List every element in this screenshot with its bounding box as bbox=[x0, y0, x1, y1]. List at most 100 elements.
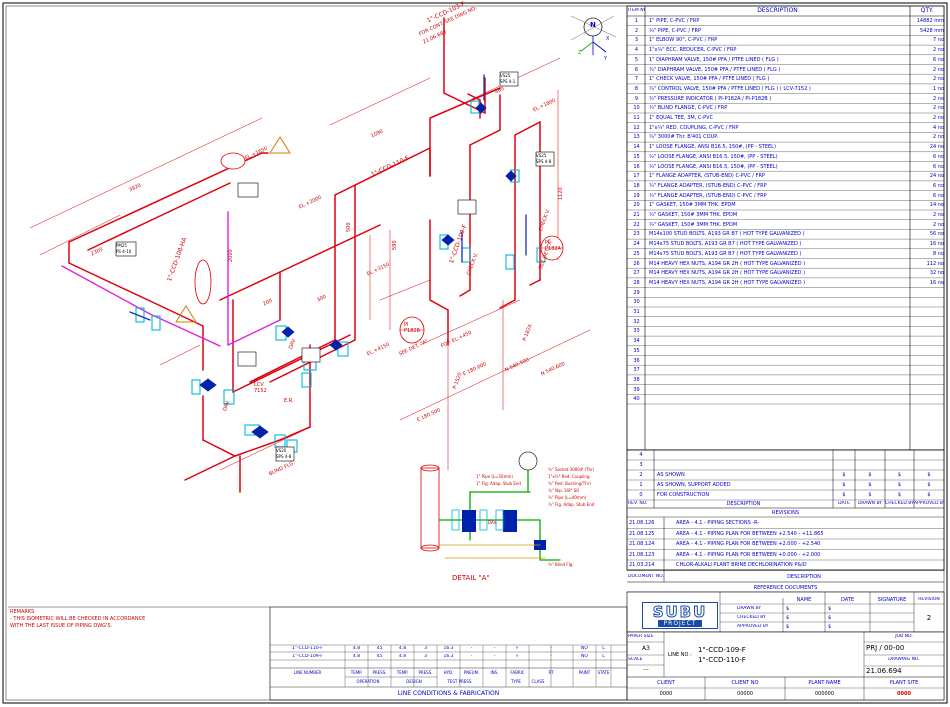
bom-item-no: 19 bbox=[633, 192, 640, 199]
support-tag-3b: SPS 4-8 bbox=[276, 454, 292, 459]
bom-item-no: 37 bbox=[633, 367, 640, 374]
bom-item-description: M14 HEAVY HEX NUTS, A194 GR 2H ( HOT TYP… bbox=[649, 260, 806, 267]
bom-item-qty: 56 no bbox=[929, 231, 944, 238]
bom-item-qty: 1 no bbox=[933, 85, 944, 92]
bom-item-no: 24 bbox=[633, 241, 640, 248]
bom-item-no: 36 bbox=[633, 357, 640, 364]
bom-item-description: M14x75 STUD BOLTS, A193 GR B7 ( HOT TYPE… bbox=[649, 250, 802, 257]
line-condition-header: RT bbox=[548, 670, 554, 675]
paper-size-value: A3 bbox=[642, 645, 650, 652]
drawn-by-date: $ bbox=[828, 606, 832, 612]
line-condition-cell: F bbox=[516, 654, 519, 659]
line-condition-cell: L bbox=[602, 654, 605, 659]
detail-dav-label: DAV. bbox=[488, 520, 497, 525]
rev-desc: AS SHOWN, SUPPORT ADDED bbox=[657, 482, 731, 488]
bom-item-qty: 32 no bbox=[929, 270, 944, 277]
line-condition-cell: - bbox=[470, 654, 473, 659]
line-condition-subheader: OPERATION bbox=[356, 679, 380, 684]
bom-item-description: 1" EQUAL TEE, 3M, C-PVC bbox=[649, 115, 714, 121]
bom-item-no: 15 bbox=[633, 153, 640, 160]
company-logo: SUBU PROJECT bbox=[642, 602, 718, 629]
signoff-header-signature: SIGNATURE bbox=[877, 597, 907, 603]
line-condition-header: LINE NUMBER bbox=[293, 670, 322, 675]
ref-header-desc: DESCRIPTION bbox=[787, 574, 821, 580]
revision-table-grid bbox=[626, 449, 945, 593]
line-condition-cell: 1"-CCD-109-F bbox=[292, 654, 323, 659]
bom-item-no: 38 bbox=[633, 376, 640, 383]
checked-by-name: $ bbox=[786, 615, 790, 621]
detail-note-6: ¾" Nip. 3/8" SO bbox=[548, 488, 580, 493]
line-condition-cell: - bbox=[550, 646, 552, 651]
bom-item-no: 30 bbox=[633, 299, 640, 306]
drawing-no-label: DRAWING NO. bbox=[888, 657, 920, 662]
rev-no: 2 bbox=[639, 472, 643, 478]
bom-item-description: ¾" LOOSE FLANGE, ANSI B16.5, 150#, (PP -… bbox=[649, 153, 778, 160]
line-no-label: LINE NO : bbox=[668, 652, 692, 658]
title-block-grid bbox=[626, 631, 945, 701]
line-condition-header: PRESS. bbox=[418, 670, 433, 675]
bom-item-no: 17 bbox=[633, 173, 640, 180]
line-condition-cell: 45 bbox=[376, 646, 383, 651]
bom-item-description: M14 HEAVY HEX NUTS, A194 GR 2H ( HOT TYP… bbox=[649, 270, 806, 277]
line-condition-header: INS. bbox=[490, 670, 499, 675]
bom-item-description: ¾" PRESSURE INDICATOR ( PI-P182A / PI-P1… bbox=[649, 95, 772, 102]
dim-500: 500 bbox=[346, 222, 352, 232]
bom-item-qty: 2 no bbox=[933, 66, 944, 73]
bom-item-description: 1"x¾" RED. COUPLING, C-PVC / FRP bbox=[649, 124, 739, 131]
ref-doc-no: 21.08.126 bbox=[629, 520, 655, 526]
line-condition-cell: 3 bbox=[424, 654, 427, 659]
bom-item-description: ¾" LOOSE FLANGE, ANSI B16.5, 150#, (PP -… bbox=[649, 163, 778, 170]
bom-item-qty: 2 no bbox=[933, 221, 944, 228]
scale-value: --- bbox=[643, 667, 649, 673]
client-value: 0000 bbox=[659, 691, 673, 697]
remarks-title: REMARKS bbox=[10, 609, 35, 615]
remarks-line-1: - THIS ISOMETRIC WILL BE CHECKED IN ACCO… bbox=[10, 616, 146, 622]
rev-no: 4 bbox=[639, 452, 643, 458]
line-condition-subheader: TYPE bbox=[511, 679, 521, 684]
rev-checked: $ bbox=[897, 472, 902, 478]
bom-item-description: 1" PIPE, C-PVC / FRP bbox=[649, 18, 700, 24]
dim-590: 590 bbox=[392, 240, 398, 250]
line-condition-subheader: DESIGN bbox=[406, 679, 422, 684]
bom-item-no: 32 bbox=[633, 318, 640, 325]
approved-by-date: $ bbox=[828, 624, 832, 630]
bom-item-description: 1" ELBOW 90°, C-PVC / FRP bbox=[649, 37, 718, 44]
line-condition-cell: NO bbox=[581, 654, 588, 659]
bom-item-description: ¾" 3000# Thr. B'401 COUP. bbox=[649, 134, 719, 141]
revisions-title: REVISIONS bbox=[771, 510, 800, 516]
ref-doc-desc: AREA - 4.1 - PIPING PLAN FOR BETWEEN +2.… bbox=[676, 541, 821, 547]
line-condition-header: STATE bbox=[597, 670, 610, 675]
client-no-label: CLIENT NO bbox=[731, 680, 759, 686]
rev-no: 0 bbox=[639, 492, 643, 498]
bom-item-no: 9 bbox=[634, 95, 639, 102]
drawn-by-name: $ bbox=[786, 606, 790, 612]
line-condition-cell: - bbox=[493, 646, 496, 651]
bom-item-description: 1" LOOSE FLANGE, ANSI B16.5, 150#, (PP -… bbox=[649, 144, 776, 151]
current-revision: 2 bbox=[926, 614, 932, 622]
ref-doc-no: 21.03.214 bbox=[629, 562, 655, 568]
bom-item-no: 10 bbox=[633, 105, 640, 112]
bom-item-qty: 6 no bbox=[933, 192, 944, 199]
rev-date: $ bbox=[842, 492, 846, 498]
north-arrow bbox=[570, 15, 617, 56]
bom-item-qty: 2 no bbox=[933, 95, 944, 102]
support-tag-4b: PS 4-10 bbox=[116, 249, 132, 254]
bom-item-qty: 6 no bbox=[933, 56, 944, 63]
bom-item-no: 23 bbox=[633, 231, 640, 238]
bom-item-description: ¾" DIAPHRAM VALVE, 150# PFA / PTFE LINED… bbox=[649, 66, 781, 73]
bom-item-no: 2 bbox=[634, 27, 639, 34]
bom-item-qty: 24 no bbox=[929, 144, 944, 151]
line-condition-subheader: TEST PRESS. bbox=[447, 679, 473, 684]
detail-note-7: ¾" Pipe (L=40mm) bbox=[548, 495, 587, 500]
support-tag-4: PM25 bbox=[116, 243, 127, 248]
bom-item-no: 35 bbox=[633, 347, 640, 354]
ref-doc-no: 21.08.125 bbox=[629, 530, 655, 537]
rev-date: $ bbox=[842, 482, 846, 488]
rev-desc: FOR CONSTRUCTION bbox=[657, 492, 710, 498]
bom-item-no: 6 bbox=[634, 66, 639, 73]
line-condition-cell: 4.8 bbox=[398, 654, 407, 659]
line-condition-cell: 4.8 bbox=[352, 654, 361, 659]
line-condition-header: HYD. bbox=[443, 670, 454, 675]
rev-desc: AS SHOWN bbox=[657, 472, 685, 478]
